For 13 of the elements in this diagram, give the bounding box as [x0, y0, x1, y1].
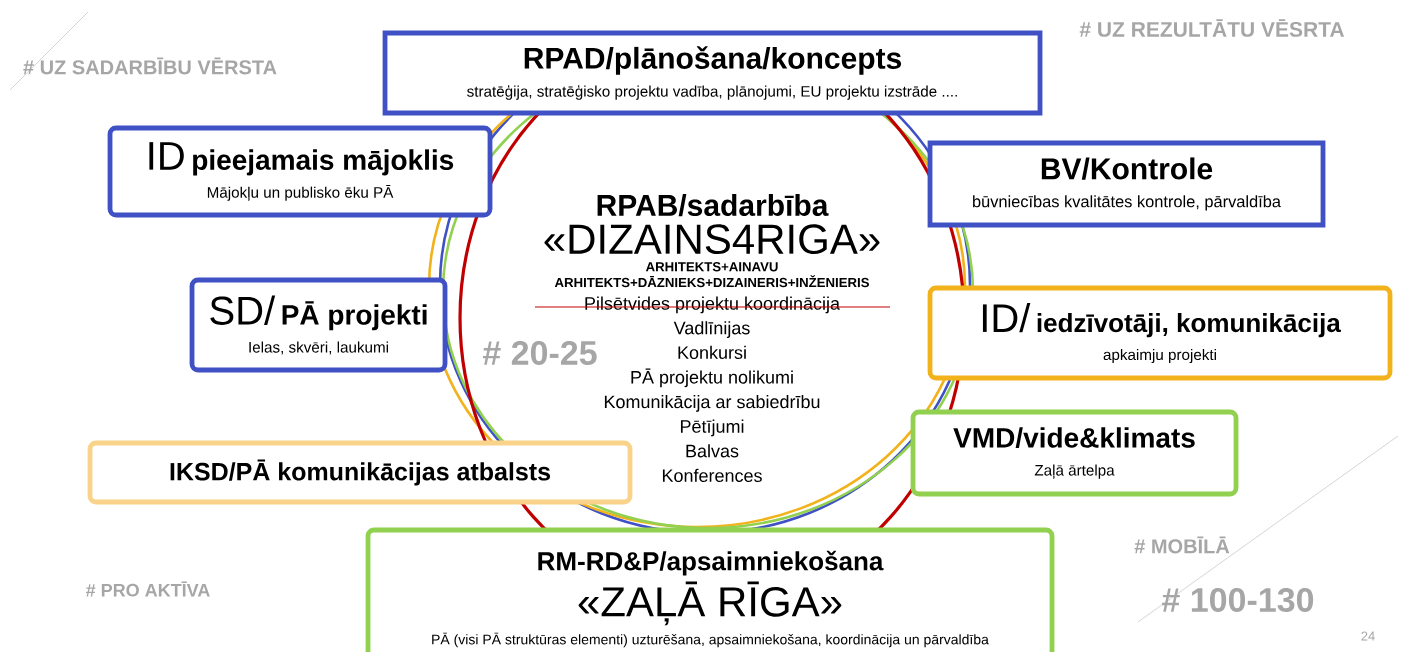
hashtag-label: # UZ REZULTĀTU VĒSRTA: [1079, 19, 1345, 37]
hashtag-label: # 20-25: [482, 340, 597, 366]
hashtag-label: # UZ SADARBĪBU VĒRSTA: [23, 57, 277, 75]
department-box: VMD/vide&klimats Zaļā ārtelpa: [910, 409, 1239, 497]
department-box: RM-RD&P/apsaimniekošana «ZAĻĀ RĪGA» PĀ (visi PĀ struktūras elementi) uzturēšana, apsaimniekošana, koordinācija un pārvaldība: [365, 527, 1055, 652]
department-box: IKSD/PĀ komunikācijas atbalsts: [87, 440, 633, 505]
department-box: ID pieejamais mājoklis Mājokļu un publisko ēku PĀ: [107, 125, 493, 218]
department-box: BV/Kontrole būvniecības kvalitātes kontrole, pārvaldība: [927, 140, 1326, 228]
department-box: RPAD/plānošana/koncepts stratēģija, stratēģisko projektu vadība, plānojumi, EU projektu izstrāde ....: [382, 30, 1043, 116]
hashtag-label: # 100-130: [1162, 587, 1314, 613]
hashtag-label: # PRO AKTĪVA: [86, 581, 210, 597]
page-number: 24: [1361, 631, 1375, 641]
hashtag-label: # MOBĪLĀ: [1134, 536, 1230, 554]
